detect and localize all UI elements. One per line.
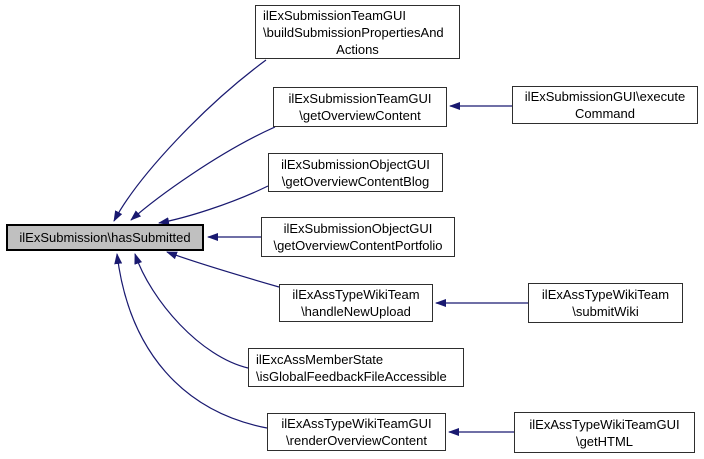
node-label: \getOverviewContent (299, 108, 421, 123)
edge-get-overview-content-blog-to-has-submitted (158, 185, 269, 226)
edge-get-overview-content-to-has-submitted (130, 126, 276, 221)
node-label: ilExAssTypeWikiTeamGUI (281, 416, 432, 431)
node-get-overview-content-blog[interactable]: ilExSubmissionObjectGUI \getOverviewCont… (268, 153, 443, 192)
node-label: ilExAssTypeWikiTeam (541, 287, 670, 302)
node-label: ilExSubmissionObjectGUI (283, 221, 433, 236)
node-label: ilExSubmissionGUI\execute (524, 89, 686, 104)
node-get-overview-content-portfolio[interactable]: ilExSubmissionObjectGUI \getOverviewCont… (261, 217, 455, 257)
node-label: ilExAssTypeWikiTeam (292, 287, 420, 302)
node-label: Actions (336, 41, 379, 57)
node-has-submitted: ilExSubmission\hasSubmitted (6, 224, 204, 251)
node-label: \handleNewUpload (301, 304, 411, 319)
edge-handle-new-upload-to-has-submitted (166, 251, 280, 288)
node-label: \submitWiki (572, 304, 639, 319)
node-label: \getOverviewContentPortfolio (273, 238, 443, 253)
node-render-overview-content[interactable]: ilExAssTypeWikiTeamGUI \renderOverviewCo… (267, 413, 446, 451)
node-label: \renderOverviewContent (286, 433, 427, 448)
node-label: ilExAssTypeWikiTeamGUI (529, 416, 680, 432)
node-submit-wiki[interactable]: ilExAssTypeWikiTeam \submitWiki (528, 283, 683, 323)
node-label: ilExcAssMemberState (256, 351, 384, 367)
node-label: ilExSubmissionTeamGUI (288, 91, 432, 106)
node-label: \isGlobalFeedbackFileAccessible (256, 368, 447, 384)
node-handle-new-upload[interactable]: ilExAssTypeWikiTeam \handleNewUpload (279, 284, 433, 322)
node-label: ilExSubmissionObjectGUI (281, 156, 430, 172)
node-label: \buildSubmissionPropertiesAnd (263, 24, 444, 40)
node-label: ilExSubmission\hasSubmitted (19, 230, 191, 245)
node-label: \getHTML (575, 433, 634, 449)
node-get-overview-content[interactable]: ilExSubmissionTeamGUI \getOverviewConten… (273, 87, 447, 127)
edge-build-submission-properties-and-actions-to-has-submitted (113, 59, 267, 222)
node-execute-command[interactable]: ilExSubmissionGUI\execute Command (512, 86, 698, 124)
node-is-global-feedback-file-accessible[interactable]: ilExcAssMemberState \isGlobalFeedbackFil… (248, 348, 464, 387)
node-label: ilExSubmissionTeamGUI (263, 7, 407, 23)
node-label: Command (575, 106, 635, 121)
edge-render-overview-content-to-has-submitted (114, 253, 268, 429)
node-get-html[interactable]: ilExAssTypeWikiTeamGUI \getHTML (514, 412, 695, 453)
node-build-submission-properties-and-actions[interactable]: ilExSubmissionTeamGUI \buildSubmissionPr… (255, 5, 460, 59)
node-label: \getOverviewContentBlog (281, 173, 430, 189)
edge-is-global-feedback-file-accessible-to-has-submitted (134, 253, 249, 369)
